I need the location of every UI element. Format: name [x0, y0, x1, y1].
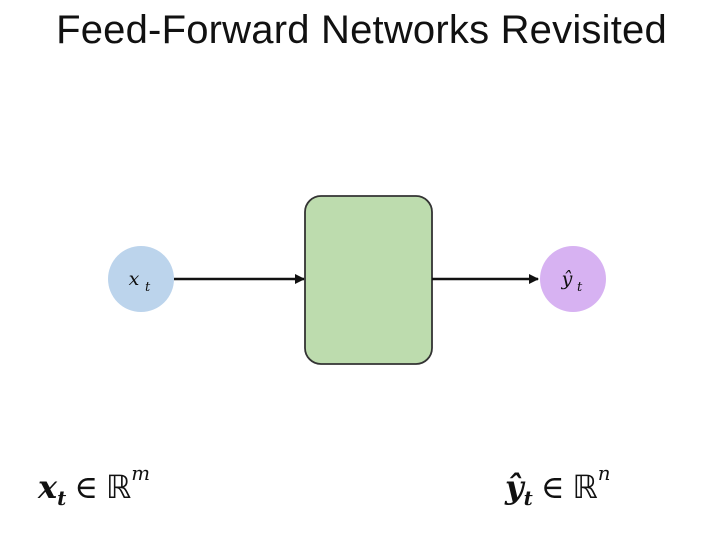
output-formula-set: ℝ — [572, 467, 598, 506]
output-node-var: ŷ — [561, 268, 573, 290]
output-node-sub: t — [577, 280, 583, 295]
input-node-label: x — [129, 268, 140, 290]
input-formula: xt ∈ℝm — [38, 462, 150, 510]
input-node-sub: t — [145, 280, 151, 295]
output-formula-rel: ∈ — [540, 467, 565, 506]
hidden-layer-box — [304, 195, 433, 365]
input-formula-var: x — [38, 467, 58, 506]
input-formula-exp: m — [131, 462, 151, 485]
output-formula: ŷt ∈ℝn — [505, 462, 611, 510]
output-formula-sub: t — [523, 485, 533, 510]
input-formula-sub: t — [57, 485, 67, 510]
input-formula-set: ℝ — [105, 467, 132, 506]
input-formula-rel: ∈ — [74, 467, 98, 506]
slide-title: Feed-Forward Networks Revisited — [56, 8, 667, 52]
input-node — [108, 246, 174, 312]
output-formula-var: ŷ — [505, 467, 524, 506]
output-node — [540, 246, 606, 312]
input-node-var: x — [129, 268, 140, 290]
output-node-label: ŷ — [561, 268, 573, 290]
output-formula-exp: n — [597, 462, 611, 485]
